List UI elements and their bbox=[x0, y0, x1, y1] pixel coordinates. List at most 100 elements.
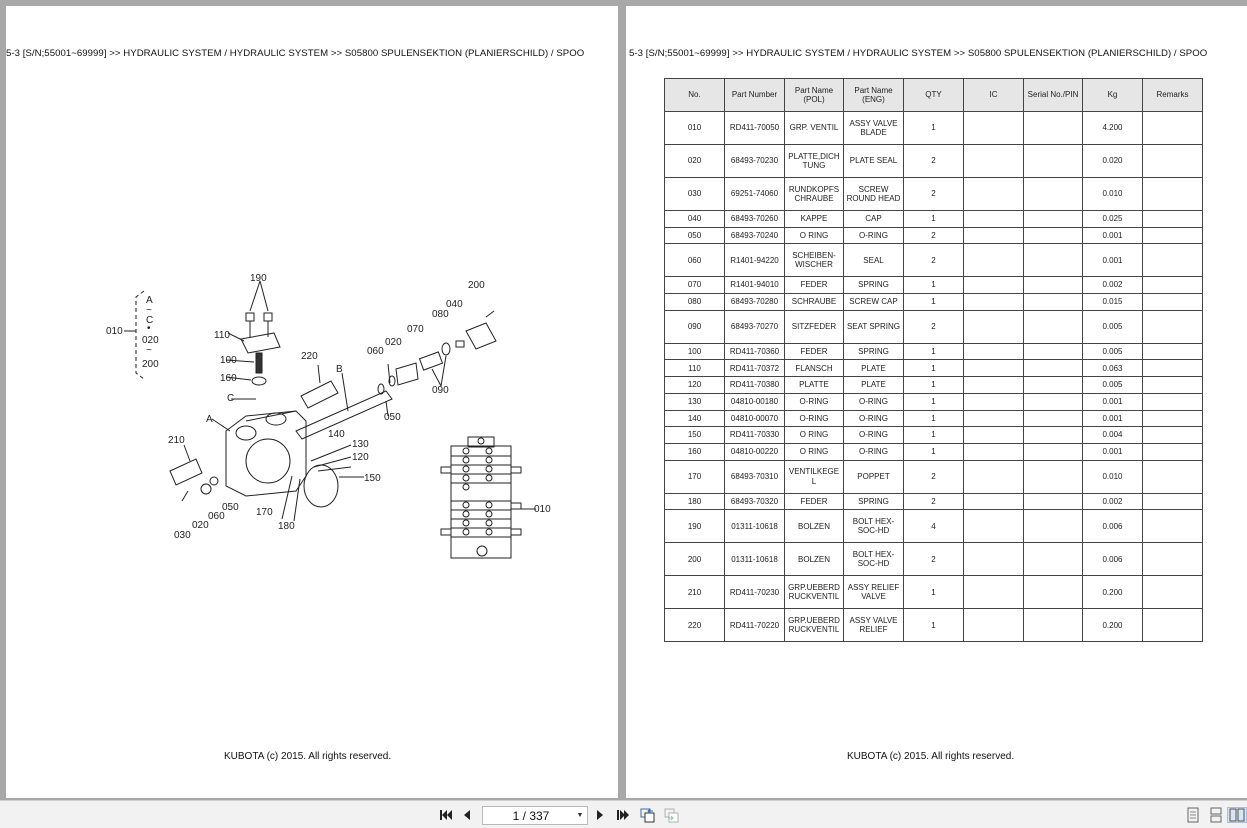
cell-remarks bbox=[1142, 226, 1203, 245]
svg-text:010: 010 bbox=[534, 504, 551, 515]
cell-qty: 1 bbox=[903, 442, 964, 461]
cell-ic bbox=[963, 342, 1024, 361]
cell-serial bbox=[1023, 376, 1083, 394]
cell-qty: 4 bbox=[903, 509, 964, 544]
cell-remarks bbox=[1142, 359, 1203, 378]
cell-part-name-pol: KAPPE bbox=[784, 210, 844, 228]
svg-text:200: 200 bbox=[468, 280, 485, 291]
svg-text:130: 130 bbox=[352, 439, 369, 450]
cell-part-number: 01311-10618 bbox=[724, 542, 785, 577]
cell-ic bbox=[963, 409, 1024, 428]
page-number-select[interactable]: 1 / 337 ▼ bbox=[482, 806, 588, 825]
cell-serial bbox=[1023, 243, 1083, 278]
svg-text:200: 200 bbox=[142, 359, 159, 370]
svg-text:060: 060 bbox=[208, 511, 225, 522]
svg-text:020: 020 bbox=[192, 520, 209, 531]
cell-part-name-pol: BOLZEN bbox=[784, 542, 844, 577]
cell-kg: 4.200 bbox=[1082, 111, 1143, 145]
cell-qty: 1 bbox=[903, 210, 964, 228]
cell-kg: 0.001 bbox=[1082, 226, 1143, 245]
exploded-parts-diagram: A~C •020~200 010 190 200 040 080 110 070… bbox=[96, 261, 556, 561]
two-page-view-button[interactable] bbox=[1227, 807, 1247, 823]
last-page-button[interactable] bbox=[615, 807, 631, 823]
cell-qty: 1 bbox=[903, 111, 964, 145]
cell-remarks bbox=[1142, 342, 1203, 361]
continuous-view-button[interactable] bbox=[1209, 807, 1223, 823]
cell-remarks bbox=[1142, 509, 1203, 544]
single-page-view-button[interactable] bbox=[1186, 807, 1200, 823]
cell-part-name-pol: O RING bbox=[784, 226, 844, 245]
page-indicator: 1 / 337 bbox=[512, 808, 550, 823]
copyright-footer: KUBOTA (c) 2015. All rights reserved. bbox=[224, 751, 392, 762]
cell-remarks bbox=[1142, 210, 1203, 228]
svg-text:070: 070 bbox=[407, 324, 424, 335]
svg-text:050: 050 bbox=[222, 502, 239, 513]
cell-qty: 1 bbox=[903, 409, 964, 428]
cell-serial bbox=[1023, 575, 1083, 610]
svg-text:020: 020 bbox=[385, 337, 402, 348]
col-header-ic: IC bbox=[963, 78, 1024, 112]
svg-text:100: 100 bbox=[220, 355, 237, 366]
cell-part-name-pol: SCHRAUBE bbox=[784, 293, 844, 311]
cell-part-name-pol: O-RING bbox=[784, 409, 844, 428]
svg-text:•: • bbox=[147, 323, 151, 334]
cell-kg: 0.005 bbox=[1082, 309, 1143, 344]
next-page-button[interactable] bbox=[593, 807, 607, 823]
cell-part-name-pol: FLANSCH bbox=[784, 359, 844, 378]
go-back-view-button[interactable] bbox=[640, 807, 656, 823]
cell-ic bbox=[963, 210, 1024, 228]
cell-part-number: 68493-70270 bbox=[724, 309, 785, 344]
cell-no: 040 bbox=[664, 210, 725, 228]
cell-part-number: RD411-70330 bbox=[724, 426, 785, 444]
svg-text:140: 140 bbox=[328, 429, 345, 440]
cell-ic bbox=[963, 426, 1024, 444]
first-page-button[interactable] bbox=[438, 807, 454, 823]
cell-part-number: R1401-94010 bbox=[724, 276, 785, 295]
cell-kg: 0.001 bbox=[1082, 409, 1143, 428]
cell-part-number: 04810-00220 bbox=[724, 442, 785, 461]
cell-part-name-eng: PLATE bbox=[843, 359, 904, 378]
cell-kg: 0.020 bbox=[1082, 144, 1143, 178]
cell-no: 220 bbox=[664, 608, 725, 643]
cell-qty: 2 bbox=[903, 309, 964, 344]
cell-ic bbox=[963, 309, 1024, 344]
cell-no: 160 bbox=[664, 442, 725, 461]
valve-exploded-view: A~C •020~200 010 190 200 040 080 110 070… bbox=[106, 273, 551, 559]
cell-part-number: RD411-70050 bbox=[724, 111, 785, 145]
cell-part-number: 69251-74060 bbox=[724, 177, 785, 211]
cell-qty: 1 bbox=[903, 293, 964, 311]
cell-ic bbox=[963, 144, 1024, 178]
page-right-parts-list: 5-3 [S/N;55001~69999] >> HYDRAULIC SYSTE… bbox=[626, 6, 1247, 798]
cell-ic bbox=[963, 243, 1024, 278]
cell-ic bbox=[963, 575, 1024, 610]
cell-remarks bbox=[1142, 409, 1203, 428]
svg-text:C: C bbox=[146, 315, 153, 326]
svg-text:210: 210 bbox=[168, 435, 185, 446]
cell-no: 110 bbox=[664, 359, 725, 378]
cell-part-name-pol: SCHEIBEN-WISCHER bbox=[784, 243, 844, 278]
svg-text:020: 020 bbox=[142, 335, 159, 346]
breadcrumb: 5-3 [S/N;55001~69999] >> HYDRAULIC SYSTE… bbox=[629, 48, 1208, 59]
go-forward-view-button[interactable] bbox=[664, 807, 680, 823]
cell-serial bbox=[1023, 226, 1083, 245]
cell-ic bbox=[963, 111, 1024, 145]
svg-text:190: 190 bbox=[250, 273, 267, 284]
breadcrumb: 5-3 [S/N;55001~69999] >> HYDRAULIC SYSTE… bbox=[6, 48, 585, 59]
single-page-view-icon bbox=[1187, 807, 1199, 823]
cell-kg: 0.015 bbox=[1082, 293, 1143, 311]
cell-part-name-eng: SEAT SPRING bbox=[843, 309, 904, 344]
cell-ic bbox=[963, 276, 1024, 295]
prev-page-button[interactable] bbox=[460, 807, 474, 823]
cell-part-name-pol: RUNDKOPFS CHRAUBE bbox=[784, 177, 844, 211]
cell-part-number: RD411-70372 bbox=[724, 359, 785, 378]
cell-serial bbox=[1023, 359, 1083, 378]
cell-part-name-eng: O-RING bbox=[843, 409, 904, 428]
cell-part-name-eng: ASSY VALVE RELIEF bbox=[843, 608, 904, 643]
